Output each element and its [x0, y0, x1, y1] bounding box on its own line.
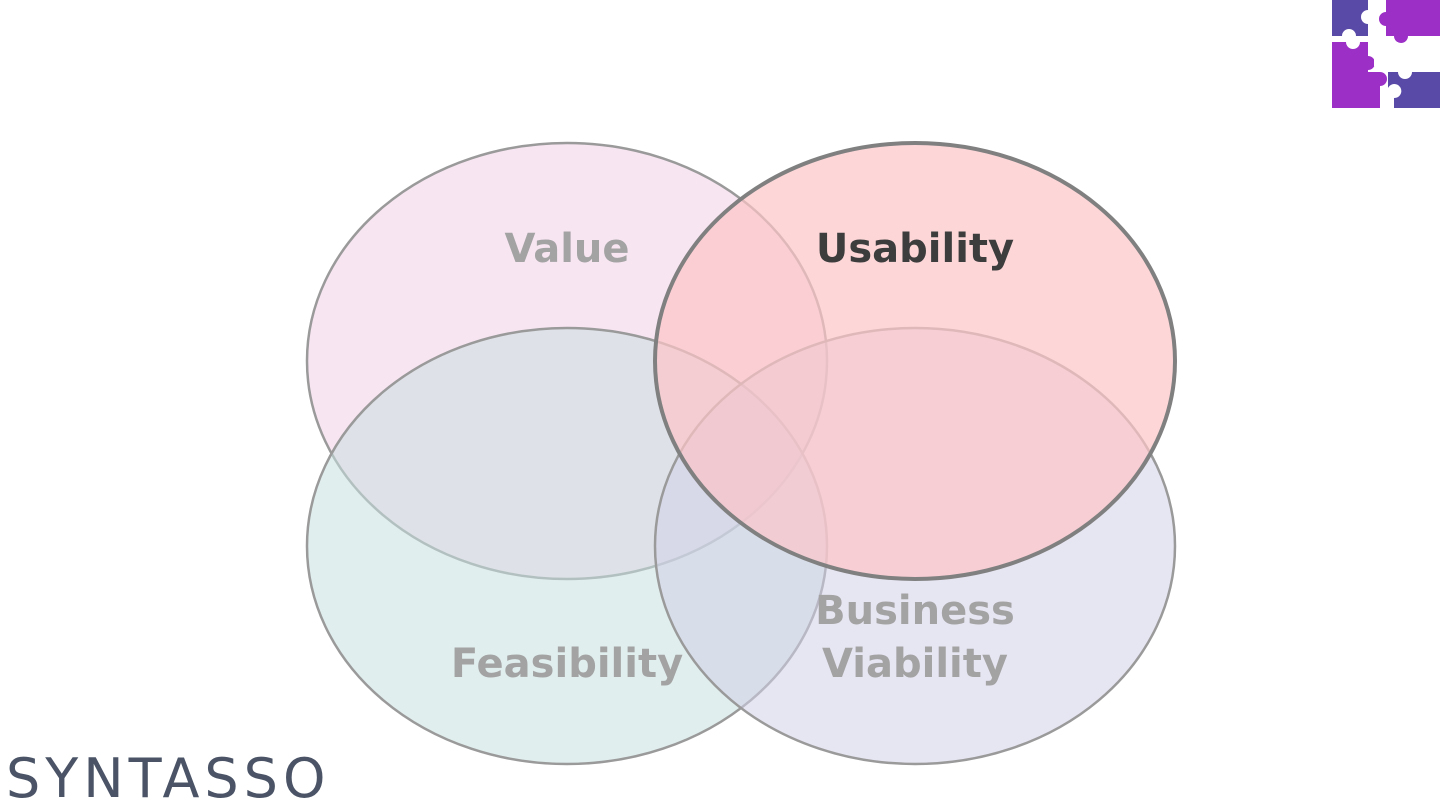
venn-label-value: Value	[504, 226, 629, 272]
syntasso-wordmark: SYNTASSO	[6, 747, 331, 810]
venn-label-line: Value	[504, 226, 629, 272]
puzzle-pieces-icon	[1332, 0, 1440, 108]
venn-label-line: Business	[815, 588, 1015, 634]
venn-label-line: Usability	[816, 226, 1014, 272]
logo-piece-bottom-left	[1332, 42, 1387, 108]
venn-label-line: Viability	[822, 641, 1008, 687]
venn-label-line: Feasibility	[451, 641, 683, 687]
venn-label-usability: Usability	[816, 226, 1014, 272]
logo-piece-top-right	[1374, 0, 1440, 43]
logo-piece-bottom-right	[1388, 72, 1440, 108]
venn-circle-usability	[653, 141, 1177, 581]
logo-piece-top-left	[1332, 0, 1368, 36]
venn-label-feasibility: Feasibility	[451, 641, 683, 687]
